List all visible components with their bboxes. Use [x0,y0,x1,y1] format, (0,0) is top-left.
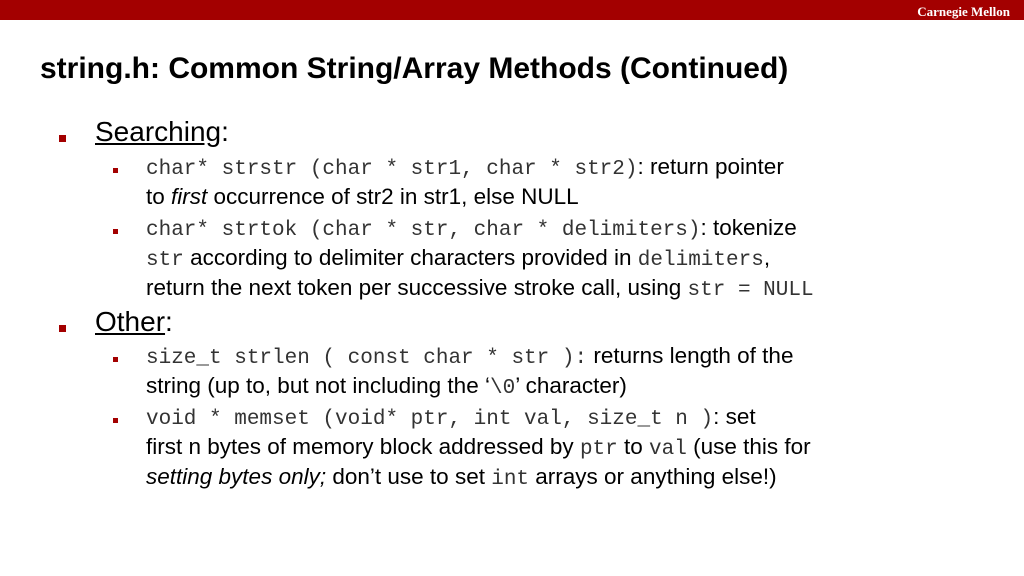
strstr-line-2: to first occurrence of str2 in str1, els… [146,184,579,209]
memset-line-2: first n bytes of memory block addressed … [146,434,811,461]
square-bullet-icon [113,357,118,362]
section-heading-other: Other: [95,306,173,337]
strtok-line-2: str according to delimiter characters pr… [146,245,771,272]
top-bar: Carnegie Mellon [0,0,1024,20]
strlen-signature: size_t strlen ( const char * str ): [146,347,588,370]
square-bullet-icon [113,229,118,234]
strtok-signature: char* strtok (char * str, char * delimit… [146,219,701,242]
square-bullet-icon [113,418,118,423]
square-bullet-icon [113,168,118,173]
strlen-line-2: string (up to, but not including the ‘\0… [146,373,627,400]
square-bullet-icon [59,325,66,332]
section-heading-searching: Searching: [95,116,229,147]
strlen-line-1: size_t strlen ( const char * str ): retu… [146,343,794,370]
memset-signature: void * memset (void* ptr, int val, size_… [146,408,714,431]
strstr-line-1: char* strstr (char * str1, char * str2):… [146,154,784,181]
strstr-signature: char* strstr (char * str1, char * str2) [146,158,638,181]
memset-line-3: setting bytes only; don’t use to set int… [146,464,777,491]
brand-label: Carnegie Mellon [917,4,1010,19]
memset-line-1: void * memset (void* ptr, int val, size_… [146,404,756,431]
strtok-line-3: return the next token per successive str… [146,275,814,302]
square-bullet-icon [59,135,66,142]
slide-title: string.h: Common String/Array Methods (C… [40,52,789,85]
strtok-line-1: char* strtok (char * str, char * delimit… [146,215,797,242]
